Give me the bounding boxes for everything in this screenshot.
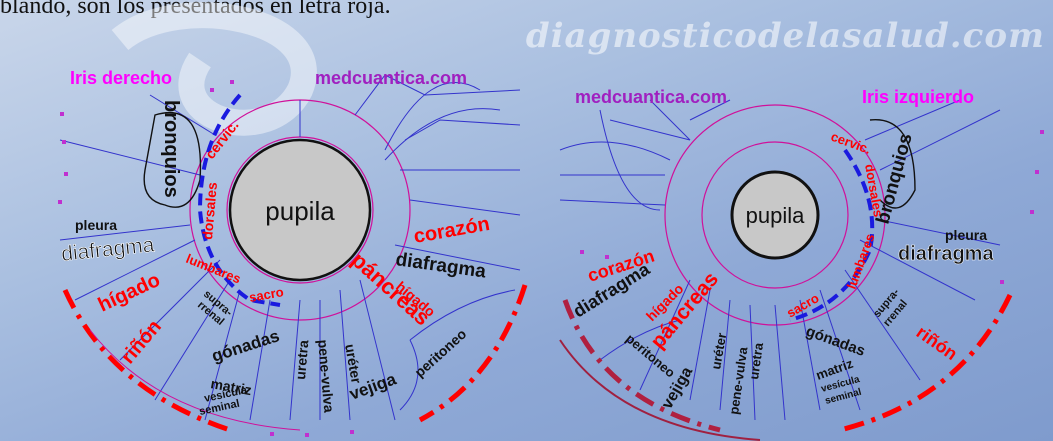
right-radial-lines — [559, 99, 1001, 421]
right-iris-title: Iris izquierdo — [862, 87, 974, 107]
right-pleura-label: pleura — [945, 227, 987, 243]
left-dorsales-label: dorsales — [199, 181, 220, 240]
left-pupil-label: pupila — [265, 196, 335, 226]
right-uretra-label: uretra — [746, 341, 766, 380]
right-diafragma-label: diafragma — [898, 243, 994, 265]
right-iris: medcuantica.com Iris izquierdo pupila ce… — [559, 87, 1044, 441]
right-lumbares-label: lumbares — [844, 232, 878, 291]
left-iris: Iris derecho medcuantica.com pupila bron… — [58, 68, 528, 437]
right-dots — [580, 130, 1044, 284]
right-thin-arc — [559, 339, 761, 441]
left-sacro-label: sacro — [248, 284, 285, 305]
left-spine-dashed — [197, 93, 281, 307]
left-matriz-label: matriz — [209, 375, 252, 398]
right-ureter-label: uréter — [708, 332, 729, 371]
left-radial-lines — [59, 74, 521, 421]
left-higado-label: hígado — [95, 269, 164, 317]
left-corazon-label: corazón — [412, 213, 491, 248]
left-pene-vulva-label: pene-vulva — [315, 339, 337, 413]
left-dots — [58, 80, 354, 437]
left-uretra-label: uretra — [292, 339, 311, 380]
right-bronquios-lobe — [869, 119, 916, 209]
left-red-arc-right — [418, 284, 528, 423]
right-gonadas-label: gónadas — [804, 323, 868, 360]
right-spine-dashed — [789, 148, 875, 322]
right-cervic-label: cervic. — [829, 129, 873, 157]
caption-text: blando, son los presentados en letra roj… — [0, 0, 391, 19]
right-inner-ring — [701, 141, 849, 289]
left-iris-title: Iris derecho — [70, 68, 172, 88]
right-red-arc-right — [839, 293, 1013, 433]
right-outer-ring — [664, 104, 886, 326]
left-bronquios-lobe — [143, 111, 202, 208]
right-pupil — [730, 170, 820, 260]
watermark-swirl — [111, 2, 317, 136]
left-gonadas-label: gónadas — [209, 326, 281, 366]
right-site-label: medcuantica.com — [575, 87, 727, 107]
left-thin-arc — [89, 329, 301, 431]
left-site-label: medcuantica.com — [315, 68, 467, 88]
left-ureter-label: uréter — [342, 343, 365, 385]
left-pleura-label: pleura — [75, 217, 117, 233]
left-bronquios-label: bronquios — [160, 100, 182, 198]
left-rinon-label: riñón — [117, 316, 166, 368]
left-pupil — [228, 138, 372, 282]
right-pupil-label: pupila — [746, 203, 805, 228]
right-pene-vulva-label: pene-vulva — [726, 345, 750, 415]
left-peritoneo-label: peritoneo — [411, 326, 469, 381]
right-rinon-label: riñón — [913, 322, 961, 364]
watermark: diagnosticodelasalud.com — [525, 16, 1045, 56]
